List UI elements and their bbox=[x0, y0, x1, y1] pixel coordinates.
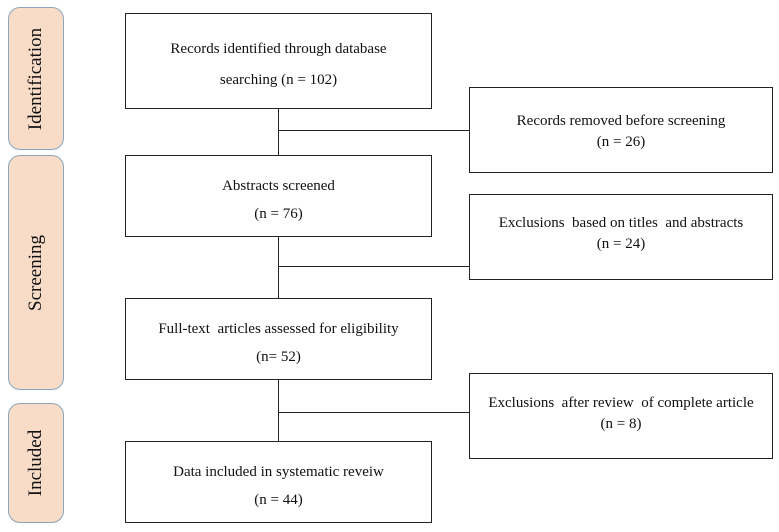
phase-identification-label: Identification bbox=[25, 27, 46, 130]
exclusions-titles-box: Exclusions based on titles and abstracts… bbox=[469, 194, 773, 280]
connector-records-to-abstracts bbox=[278, 109, 280, 155]
fulltext-assessed-box: Full-text articles assessed for eligibil… bbox=[125, 298, 432, 380]
exclusions-titles-text: Exclusions based on titles and abstracts bbox=[498, 215, 744, 231]
data-included-text: Data included in systematic reveiw bbox=[173, 464, 384, 480]
data-included-count: (n = 44) bbox=[254, 492, 303, 508]
phase-identification: Identification bbox=[8, 7, 64, 150]
records-removed-box: Records removed before screening (n = 26… bbox=[469, 87, 773, 173]
records-identified-text: Records identified through database bbox=[170, 41, 387, 57]
records-removed-text: Records removed before screening bbox=[516, 113, 726, 129]
connector-fulltext-to-included bbox=[278, 380, 280, 441]
exclusions-review-box: Exclusions after review of complete arti… bbox=[469, 373, 773, 459]
connector-to-excl-review bbox=[278, 412, 469, 414]
fulltext-assessed-count: (n= 52) bbox=[256, 349, 301, 365]
connector-abstracts-to-fulltext bbox=[278, 237, 280, 298]
connector-to-excl-titles bbox=[278, 266, 469, 268]
exclusions-review-text: Exclusions after review of complete arti… bbox=[488, 395, 754, 411]
phase-screening-label: Screening bbox=[25, 234, 46, 311]
abstracts-screened-text: Abstracts screened bbox=[222, 178, 335, 194]
exclusions-titles-count: (n = 24) bbox=[596, 236, 646, 252]
phase-included-label: Included bbox=[25, 429, 46, 497]
records-identified-box: Records identified through database sear… bbox=[125, 13, 432, 109]
phase-included: Included bbox=[8, 403, 64, 523]
data-included-box: Data included in systematic reveiw (n = … bbox=[125, 441, 432, 523]
records-identified-count: searching (n = 102) bbox=[219, 72, 338, 88]
exclusions-review-count: (n = 8) bbox=[600, 416, 642, 432]
abstracts-screened-count: (n = 76) bbox=[254, 206, 303, 222]
fulltext-assessed-text: Full-text articles assessed for eligibil… bbox=[158, 321, 399, 337]
records-removed-count: (n = 26) bbox=[596, 134, 646, 150]
phase-screening: Screening bbox=[8, 155, 64, 390]
abstracts-screened-box: Abstracts screened (n = 76) bbox=[125, 155, 432, 237]
connector-to-removed bbox=[278, 130, 469, 132]
